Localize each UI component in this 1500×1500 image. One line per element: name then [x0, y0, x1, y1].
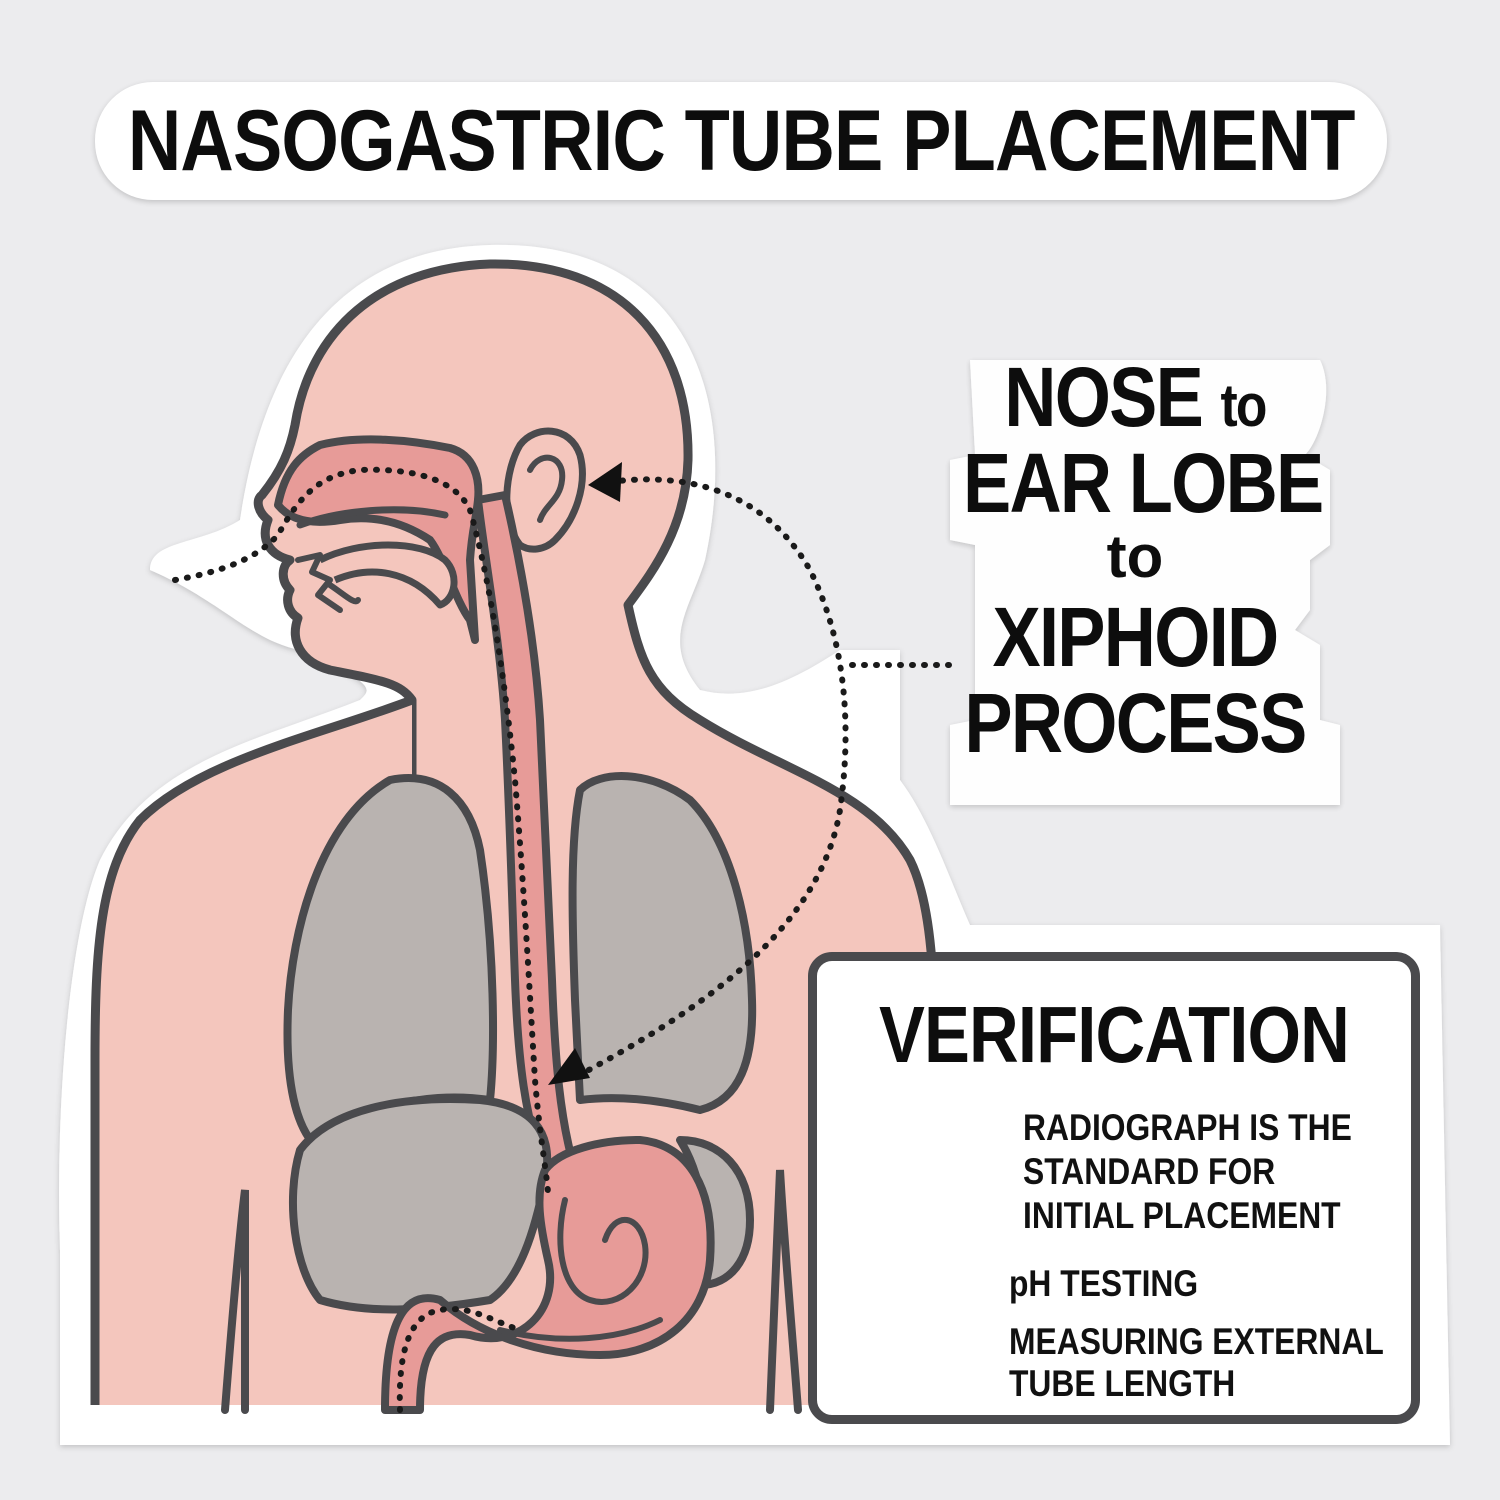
- title-sticker: NASOGASTRIC TUBE PLACEMENT: [95, 82, 1387, 200]
- ng-tube-path-stomach: [396, 1306, 523, 1413]
- measure-line-5: PROCESS: [964, 676, 1307, 770]
- ph-testing-label: pH TESTING: [1009, 1263, 1199, 1304]
- stomach-inner-fold: [497, 1197, 663, 1342]
- left-arm-line: [221, 1189, 249, 1414]
- left-lung: [568, 772, 757, 1114]
- primary-line-1: RADIOGRAPH IS THE: [1023, 1107, 1352, 1148]
- measure-line-2: EAR LOBE: [963, 436, 1324, 530]
- nasal-cavity: [274, 435, 483, 644]
- ng-tube-path: [172, 466, 551, 1198]
- page-title: NASOGASTRIC TUBE PLACEMENT: [127, 92, 1356, 189]
- right-arm-line: [766, 1169, 802, 1414]
- verification-ph-testing: pH TESTING: [1009, 1263, 1370, 1305]
- tube-length-line-1: MEASURING EXTERNAL: [1009, 1321, 1384, 1362]
- measure-nose: NOSE: [1004, 350, 1204, 444]
- measure-line-4: XIPHOID: [992, 590, 1279, 684]
- ear-inner: [527, 454, 566, 523]
- measurement-curve: [582, 476, 849, 1075]
- measure-to-1: to: [1220, 372, 1267, 439]
- measure-line-3: to: [1106, 523, 1164, 590]
- liver: [288, 1095, 552, 1314]
- arrow-to-ear-icon: [588, 462, 622, 502]
- primary-line-2: STANDARD FOR: [1023, 1151, 1276, 1192]
- measurement-instruction: NOSE to EAR LOBE to XIPHOID PROCESS: [935, 355, 1335, 767]
- ear: [503, 427, 586, 553]
- tongue: [318, 541, 458, 609]
- verification-panel: VERIFICATION RADIOGRAPH IS THE STANDARD …: [808, 952, 1420, 1424]
- primary-line-3: INITIAL PLACEMENT: [1023, 1195, 1341, 1236]
- measure-sticker: [950, 360, 1340, 805]
- tube-length-line-2: TUBE LENGTH: [1009, 1363, 1236, 1404]
- verification-tube-length: MEASURING EXTERNAL TUBE LENGTH: [1009, 1321, 1384, 1405]
- verification-title: VERIFICATION: [878, 990, 1350, 1079]
- arrow-to-xiphoid-icon: [548, 1048, 590, 1085]
- verification-primary-text: RADIOGRAPH IS THE STANDARD FOR INITIAL P…: [1023, 1106, 1352, 1238]
- measure-line-1: NOSE to: [963, 355, 1307, 441]
- mouth-teeth: [295, 552, 361, 613]
- palate-line: [296, 506, 449, 529]
